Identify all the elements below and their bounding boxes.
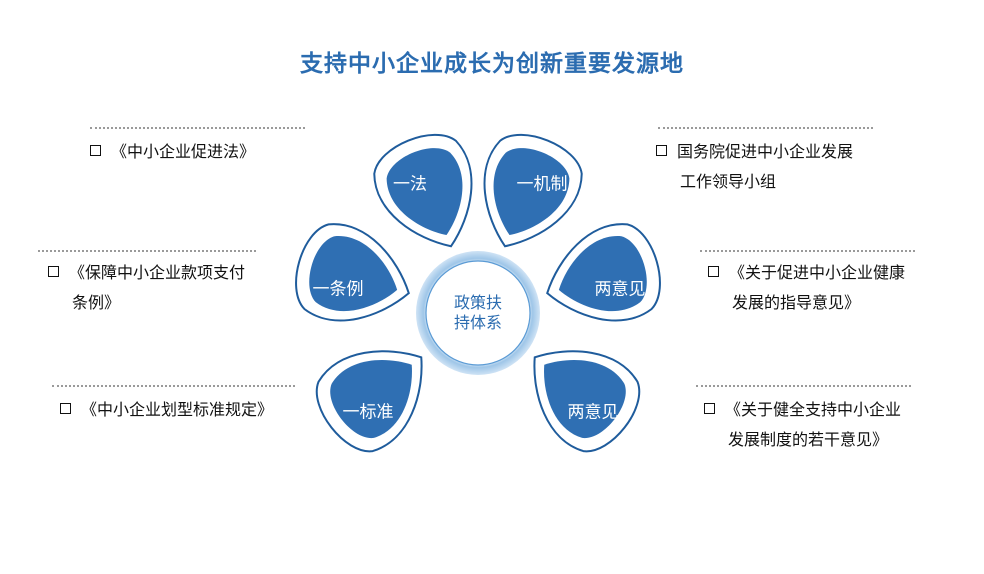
item-text-line2: 发展的指导意见》 [732, 293, 861, 312]
list-item: 《中小企业划型标准规定》 [60, 395, 273, 425]
item-text-line2: 发展制度的若干意见》 [728, 430, 889, 449]
list-item: 国务院促进中小企业发展 工作领导小组 [656, 137, 853, 197]
item-text: 《中小企业促进法》 [111, 142, 256, 161]
list-item: 《关于健全支持中小企业 发展制度的若干意见》 [704, 395, 901, 455]
divider [696, 385, 911, 387]
center-label-line1: 政策扶 [453, 293, 503, 312]
petal-label-regulation: 一条例 [312, 279, 364, 300]
petal-label-opinions-2: 两意见 [567, 402, 619, 423]
item-text-line2: 条例》 [72, 293, 121, 312]
checkbox-icon [704, 403, 715, 414]
item-text-line2: 工作领导小组 [680, 172, 777, 191]
center-label-line2: 持体系 [453, 313, 503, 332]
petal-label-mechanism: 一机制 [516, 174, 568, 195]
petal-label-standard: 一标准 [342, 402, 394, 423]
checkbox-icon [90, 145, 101, 156]
list-item: 《中小企业促进法》 [90, 137, 255, 167]
checkbox-icon [656, 145, 667, 156]
petal-label-fa: 一法 [393, 174, 427, 195]
list-item: 《保障中小企业款项支付 条例》 [48, 258, 245, 318]
divider [90, 127, 305, 129]
item-text: 国务院促进中小企业发展 [677, 142, 854, 161]
petal-opinions-2 [533, 350, 641, 453]
center-circle [416, 251, 540, 375]
item-text: 《中小企业划型标准规定》 [81, 400, 274, 419]
petal-fa [373, 133, 473, 248]
center-label: 政策扶 持体系 [454, 293, 502, 333]
petal-standard [315, 350, 423, 453]
petal-regulation [295, 223, 410, 322]
divider [52, 385, 295, 387]
item-text: 《关于健全支持中小企业 [725, 400, 902, 419]
page-title: 支持中小企业成长为创新重要发源地 [300, 51, 684, 77]
divider [658, 127, 873, 129]
item-text: 《关于促进中小企业健康 [729, 263, 906, 282]
petal-mechanism [483, 133, 583, 248]
divider [38, 250, 256, 252]
petal-label-opinions-1: 两意见 [594, 279, 646, 300]
checkbox-icon [60, 403, 71, 414]
checkbox-icon [48, 266, 59, 277]
item-text: 《保障中小企业款项支付 [69, 263, 246, 282]
checkbox-icon [708, 266, 719, 277]
divider [700, 250, 915, 252]
petal-opinions-1 [546, 223, 661, 322]
list-item: 《关于促进中小企业健康 发展的指导意见》 [708, 258, 905, 318]
